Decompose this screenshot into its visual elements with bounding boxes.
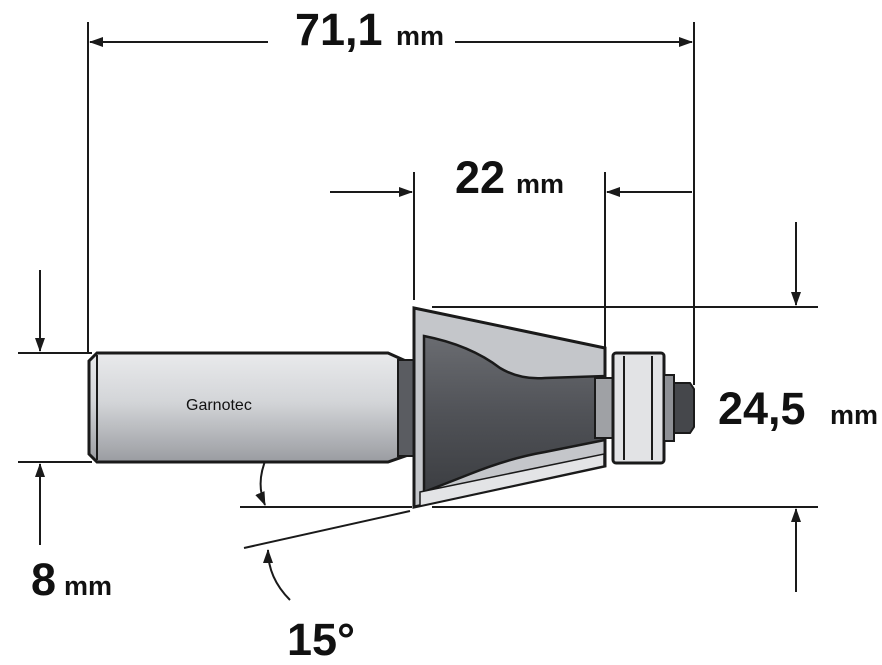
label-diameter-unit: mm	[830, 400, 878, 430]
label-overall-length-value: 71,1	[295, 4, 383, 55]
label-overall-length-unit: mm	[396, 21, 444, 51]
cutter-body	[412, 306, 614, 509]
arrow-angle-lower	[263, 549, 291, 601]
cutter-spacer	[594, 377, 614, 439]
bearing-screw	[673, 382, 695, 434]
shank-neck	[397, 359, 415, 457]
label-overall-length: 71,1 mm	[295, 4, 444, 55]
label-angle: 15°	[287, 614, 355, 665]
shank-body	[87, 351, 410, 464]
shank-brand-label: Garnotec	[186, 397, 252, 414]
bearing-ring	[611, 351, 666, 465]
label-diameter: 24,5 mm	[718, 383, 878, 434]
bearing-washer	[663, 374, 675, 442]
cutter-core	[422, 334, 607, 494]
label-shank-unit: mm	[64, 571, 112, 601]
extension-lines	[18, 22, 818, 549]
cutter-edge-highlight	[419, 453, 605, 507]
label-diameter-value: 24,5	[718, 383, 806, 434]
label-cutting-length-unit: mm	[516, 169, 564, 199]
label-cutting-length-value: 22	[455, 152, 505, 203]
label-cutting-length: 22 mm	[455, 152, 564, 203]
extension-line-angle	[243, 510, 411, 549]
bearing	[611, 351, 695, 465]
shank	[87, 351, 415, 464]
label-shank-value: 8	[31, 554, 56, 605]
label-shank: 8 mm	[31, 554, 112, 605]
